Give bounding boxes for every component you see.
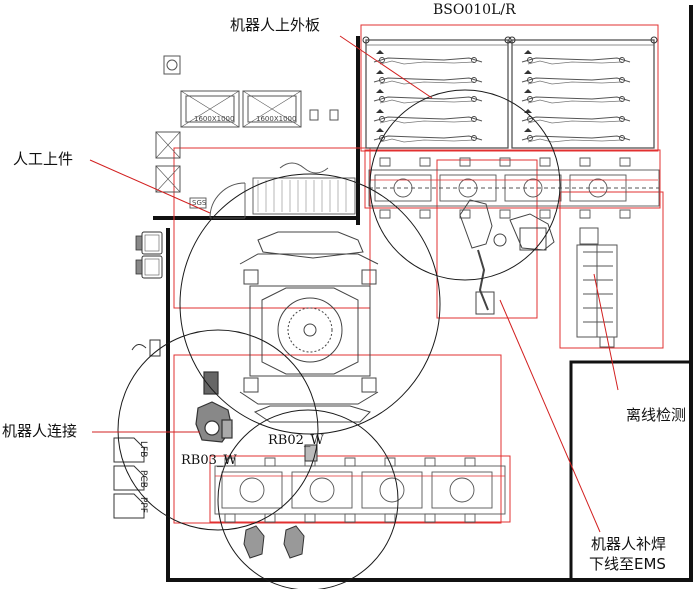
- callout-robot-repair-weld: 机器人补焊: [591, 535, 667, 553]
- inner-wall-notch: [569, 360, 691, 580]
- left-side-stations: [131, 231, 163, 357]
- bottom-robots: [243, 525, 305, 559]
- side-station-pcb: PCB: [138, 470, 148, 488]
- robot-reach-circles: [117, 89, 561, 591]
- robot-label-rb02: RB02_W: [268, 433, 324, 448]
- station-code-label: BSO010L/R: [433, 2, 516, 18]
- callout-manual-loading: 人工上件: [13, 150, 74, 168]
- manual-loading-station: [189, 162, 356, 219]
- callout-offline-to-ems: 下线至EMS: [589, 555, 666, 573]
- rack-label-2: 1600X1000: [256, 115, 297, 123]
- callout-offline-inspection: 离线检测: [626, 406, 687, 424]
- robot-rb03: [195, 371, 233, 443]
- sgs-mark: SGS: [192, 199, 207, 207]
- upper-line-robots: [459, 199, 555, 315]
- callout-robot-connection: 机器人连接: [2, 422, 78, 440]
- part-racks: [155, 55, 339, 193]
- side-station-lfb: LFB: [138, 441, 148, 458]
- zone-outlines: [173, 24, 664, 524]
- robot-label-rb03: RB03_W: [181, 453, 237, 468]
- rack-label-1: 1600X1000: [194, 115, 235, 123]
- upper-welding-line: [368, 157, 660, 219]
- side-station-ppf: PPF: [138, 497, 148, 514]
- callout-robot-load-outer-panel: 机器人上外板: [230, 16, 321, 34]
- bottom-welding-line: [214, 457, 506, 523]
- central-turntable: [239, 231, 379, 423]
- callout-leaders: [89, 35, 619, 533]
- bso010-rack-frame: [362, 36, 658, 149]
